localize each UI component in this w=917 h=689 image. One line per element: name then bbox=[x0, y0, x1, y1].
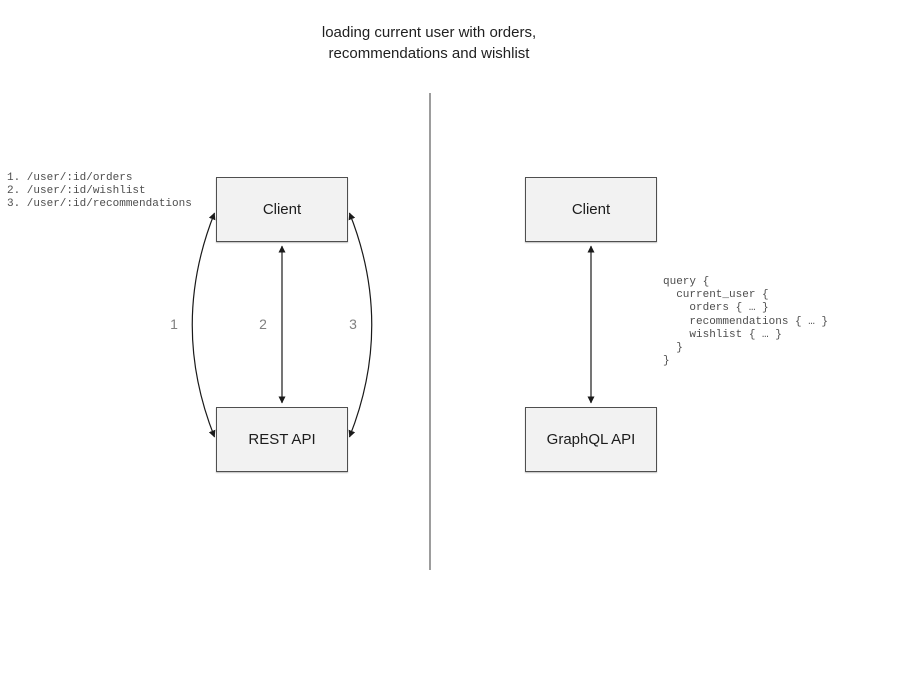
rest-api-box-label: REST API bbox=[248, 431, 316, 448]
rest-arrow-1-curve bbox=[191, 212, 216, 438]
graphql-api-box-label: GraphQL API bbox=[546, 431, 636, 448]
graphql-query-line-1: query { bbox=[663, 276, 710, 288]
graphql-query-block: query { current_user { orders { … } reco… bbox=[663, 276, 828, 368]
graphql-query-line-2: current_user { bbox=[663, 289, 769, 302]
rest-endpoint-list: 1. /user/:id/orders 2. /user/:id/wishlis… bbox=[7, 172, 192, 212]
diagram-title-line1: loading current user with orders, bbox=[321, 24, 537, 41]
diagram-title-line2: recommendations and wishlist bbox=[328, 45, 530, 62]
graphql-query-line-6: } bbox=[663, 342, 683, 355]
rest-endpoint-recommendations: 3. /user/:id/recommendations bbox=[7, 198, 192, 211]
arrow-label-1: 1 bbox=[170, 316, 178, 332]
rest-arrow-3-curve bbox=[348, 212, 373, 438]
graphql-query-line-5: wishlist { … } bbox=[663, 328, 782, 341]
rest-endpoint-orders: 1. /user/:id/orders bbox=[7, 172, 133, 184]
diagram-title: loading current user with orders, recomm… bbox=[322, 22, 536, 64]
rest-endpoint-wishlist: 2. /user/:id/wishlist bbox=[7, 185, 146, 198]
graphql-api-box: GraphQL API bbox=[525, 407, 657, 472]
client-box-rest-label: Client bbox=[262, 201, 302, 218]
arrow-label-3: 3 bbox=[349, 316, 357, 332]
graphql-query-line-7: } bbox=[663, 355, 670, 368]
client-box-graphql: Client bbox=[525, 177, 657, 242]
rest-api-box: REST API bbox=[216, 407, 348, 472]
graphql-query-line-4: recommendations { … } bbox=[663, 315, 829, 328]
graphql-query-line-3: orders { … } bbox=[663, 302, 769, 315]
client-box-graphql-label: Client bbox=[571, 201, 611, 218]
arrow-label-2: 2 bbox=[259, 316, 267, 332]
client-box-rest: Client bbox=[216, 177, 348, 242]
